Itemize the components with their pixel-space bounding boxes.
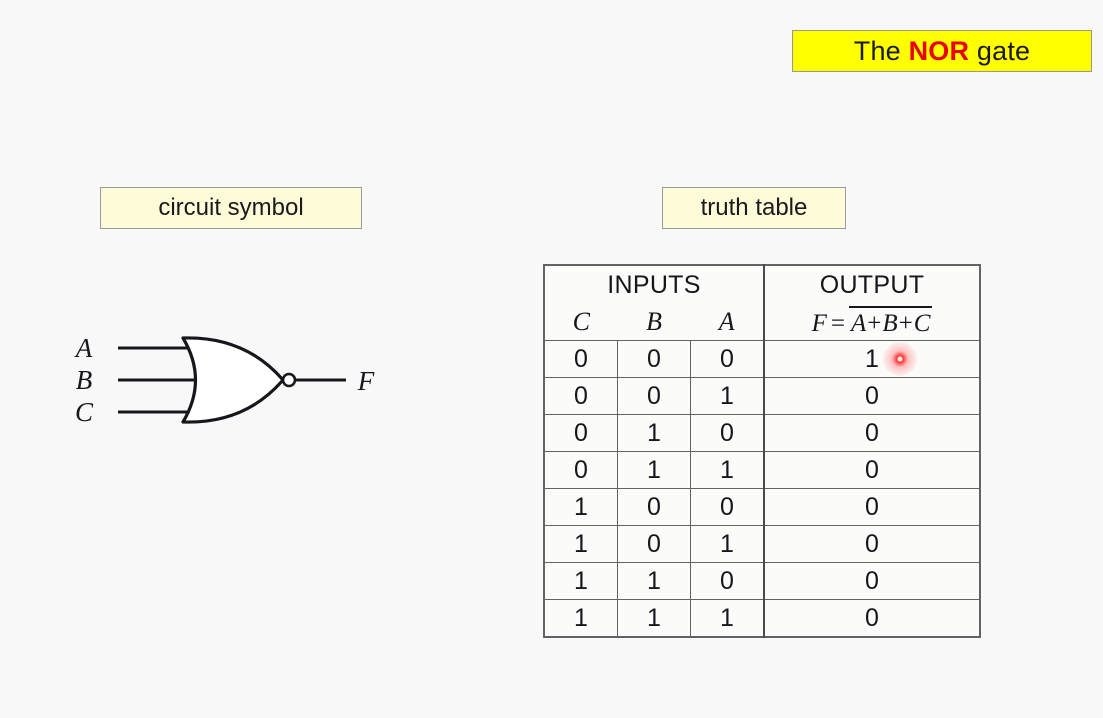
header-output-expression: F = A+B+C: [763, 304, 981, 341]
cell-f-value: 1: [865, 344, 879, 373]
title-accent: NOR: [908, 35, 970, 66]
cell-f: 0: [763, 599, 981, 638]
click-marker-cursor: [883, 342, 917, 376]
cell-a: 1: [690, 525, 765, 563]
header-input-vars: C B A: [543, 304, 765, 341]
cell-b: 0: [617, 377, 691, 415]
expr-lhs: F: [811, 310, 827, 337]
cell-a: 1: [690, 377, 765, 415]
input-label-b: B: [76, 365, 93, 395]
cell-f: 0: [763, 414, 981, 452]
cell-f: 0: [763, 451, 981, 489]
expr-barred-group: A+B+C: [848, 306, 933, 337]
table-row: 1 0 1 0: [543, 525, 981, 563]
cell-c: 1: [543, 562, 618, 600]
caption-circuit-symbol: circuit symbol: [100, 187, 362, 229]
title-prefix: The: [853, 35, 909, 66]
cell-b: 0: [617, 488, 691, 526]
cell-b: 1: [617, 451, 691, 489]
input-wires: [118, 346, 195, 414]
or-gate-body: [181, 336, 285, 424]
cell-a: 0: [690, 414, 765, 452]
table-row: 0 1 0 0: [543, 414, 981, 452]
inversion-bubble-icon: [281, 372, 297, 388]
cell-b: 1: [617, 562, 691, 600]
table-row: 1 0 0 0: [543, 488, 981, 526]
nor-gate-circuit-diagram: A B C F: [70, 325, 410, 435]
title-suffix: gate: [969, 35, 1031, 66]
cell-f: 0: [763, 562, 981, 600]
expr-operator-2: +: [898, 310, 913, 337]
cell-b: 0: [617, 340, 691, 378]
header-var-c: C: [572, 307, 590, 336]
table-row: 1 1 0 0: [543, 562, 981, 600]
header-var-b: B: [646, 307, 662, 336]
caption-circuit-label: circuit symbol: [158, 194, 304, 221]
cell-c: 0: [543, 340, 618, 378]
table-row: 1 1 1 0: [543, 599, 981, 638]
cell-b: 1: [617, 414, 691, 452]
expr-term-a: A: [850, 310, 867, 337]
caption-truth-table: truth table: [662, 187, 846, 229]
table-row: 0 0 1 0: [543, 377, 981, 415]
table-row: 0 1 1 0: [543, 451, 981, 489]
cell-f: 0: [763, 525, 981, 563]
truth-table: INPUTS OUTPUT C B A F = A+B+C: [543, 264, 981, 638]
page-title-banner: The NOR gate: [792, 30, 1092, 72]
cell-b: 0: [617, 525, 691, 563]
cell-f: 0: [763, 377, 981, 415]
cell-c: 1: [543, 525, 618, 563]
caption-truth-label: truth table: [700, 194, 808, 221]
table-row: 0 0 0 1: [543, 340, 981, 378]
cell-a: 0: [690, 562, 765, 600]
boolean-expression: F = A+B+C: [812, 306, 933, 336]
expr-operator-1: +: [867, 310, 882, 337]
expr-term-b: B: [882, 310, 898, 337]
table-header-group-row: INPUTS OUTPUT: [543, 264, 981, 304]
expr-term-c: C: [913, 310, 931, 337]
header-var-a: A: [718, 307, 735, 336]
cell-c: 1: [543, 599, 618, 638]
input-label-a: A: [74, 333, 93, 363]
cell-c: 1: [543, 488, 618, 526]
cell-c: 0: [543, 451, 618, 489]
cell-f: 0: [763, 488, 981, 526]
output-label-f: F: [357, 366, 375, 396]
cell-f: 1: [763, 340, 981, 378]
cell-c: 0: [543, 414, 618, 452]
expr-equals: =: [830, 310, 845, 337]
cell-a: 1: [690, 599, 765, 638]
header-inputs: INPUTS: [543, 264, 765, 304]
cell-a: 0: [690, 488, 765, 526]
cell-b: 1: [617, 599, 691, 638]
cell-c: 0: [543, 377, 618, 415]
header-output: OUTPUT: [763, 264, 981, 304]
input-label-c: C: [75, 397, 94, 427]
cell-a: 0: [690, 340, 765, 378]
table-header-vars-row: C B A F = A+B+C: [543, 304, 981, 341]
cell-a: 1: [690, 451, 765, 489]
